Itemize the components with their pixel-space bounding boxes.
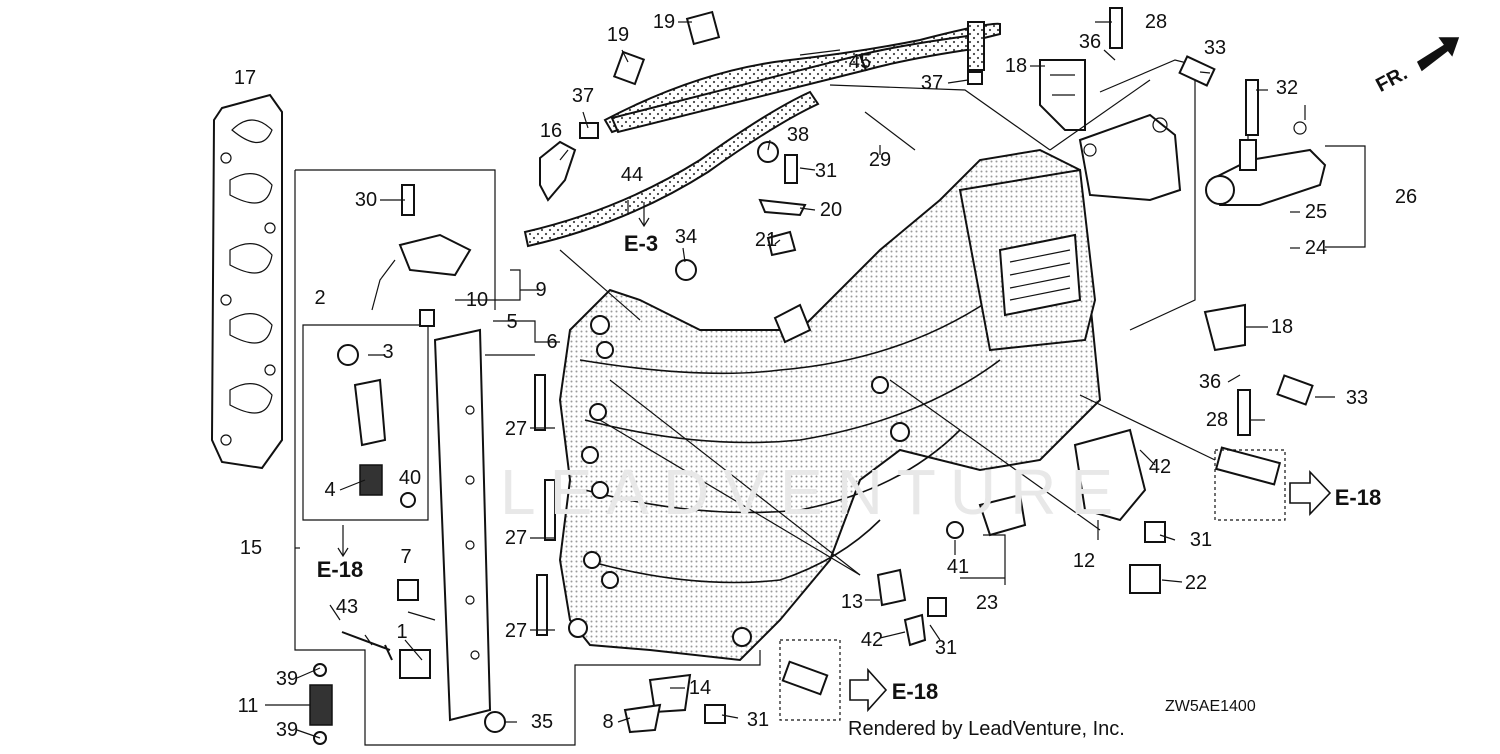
callout-1: 1 (396, 621, 408, 643)
callout-41: 41 (946, 556, 970, 578)
callout-36-top: 36 (1078, 31, 1102, 53)
callout-36-right: 36 (1198, 371, 1222, 393)
callout-22: 22 (1184, 572, 1208, 594)
callout-11: 11 (237, 695, 259, 717)
assembly-lines (559, 79, 1216, 576)
callout-25: 25 (1304, 201, 1328, 223)
callout-6: 6 (546, 331, 558, 353)
fasteners (309, 7, 1314, 745)
callout-15: 15 (239, 537, 263, 559)
intake-manifold (558, 148, 1102, 662)
callout-37-top: 37 (920, 72, 944, 94)
callout-40: 40 (398, 467, 422, 489)
callout-44: 44 (620, 164, 644, 186)
callout-8: 8 (602, 711, 614, 733)
intake-gasket (210, 93, 283, 470)
callout-18-top: 18 (1004, 55, 1028, 77)
diagram-code: ZW5AE1400 (1165, 698, 1256, 715)
callout-31-right: 31 (1189, 529, 1213, 551)
callout-30: 30 (354, 189, 378, 211)
reference-e3[interactable]: E-3 (623, 231, 659, 256)
callout-3: 3 (382, 341, 394, 363)
fuel-rail (371, 233, 492, 722)
callout-29: 29 (868, 149, 892, 171)
reference-e18-bottom[interactable]: E-18 (891, 679, 939, 704)
callout-28-top: 28 (1144, 11, 1168, 33)
callout-16: 16 (539, 120, 563, 142)
callout-39-bottom: 39 (275, 719, 299, 741)
callout-14: 14 (688, 677, 712, 699)
callout-18-right: 18 (1270, 316, 1294, 338)
callout-33-right: 33 (1345, 387, 1369, 409)
callout-39-top: 39 (275, 668, 299, 690)
callout-34: 34 (674, 226, 698, 248)
callout-19-top: 19 (652, 11, 676, 33)
callout-2: 2 (314, 287, 326, 309)
callout-45: 45 (848, 51, 872, 73)
reference-e18-left[interactable]: E-18 (316, 557, 364, 582)
callout-43: 43 (335, 596, 359, 618)
callout-38: 38 (786, 124, 810, 146)
callout-9: 9 (535, 279, 547, 301)
callout-19-left: 19 (606, 24, 630, 46)
render-credit: Rendered by LeadVenture, Inc. (848, 718, 1125, 740)
watermark-text: LEADVENTURE (500, 456, 1127, 528)
callout-20: 20 (819, 199, 843, 221)
reference-e18-right[interactable]: E-18 (1334, 485, 1382, 510)
reference-guides (337, 37, 1460, 721)
callout-37-left: 37 (571, 85, 595, 107)
callout-33-top: 33 (1203, 37, 1227, 59)
callout-42-right: 42 (1148, 456, 1172, 478)
callout-4: 4 (324, 479, 336, 501)
callout-35: 35 (530, 711, 554, 733)
callout-31-top: 31 (814, 160, 838, 182)
callout-13: 13 (840, 591, 864, 613)
callout-17: 17 (233, 67, 257, 89)
callout-31-center: 31 (934, 637, 958, 659)
callout-5: 5 (506, 311, 518, 333)
group-bracket-15 (294, 169, 761, 746)
iac-valve (1205, 105, 1366, 248)
callout-24: 24 (1304, 237, 1328, 259)
callout-27-top: 27 (504, 418, 528, 440)
callout-27-middle: 27 (504, 527, 528, 549)
callout-26: 26 (1394, 186, 1418, 208)
injector (337, 344, 416, 508)
callout-28-right: 28 (1205, 409, 1229, 431)
hoses (523, 21, 1001, 248)
leader-lines (265, 21, 1335, 739)
callout-10: 10 (465, 289, 489, 311)
callout-23: 23 (975, 592, 999, 614)
callout-27-bottom: 27 (504, 620, 528, 642)
callout-42-bottom: 42 (860, 629, 884, 651)
callout-12: 12 (1072, 550, 1096, 572)
callout-32: 32 (1275, 77, 1299, 99)
callout-7: 7 (400, 546, 412, 568)
callout-21: 21 (754, 229, 778, 251)
callout-31-bottom: 31 (746, 709, 770, 731)
